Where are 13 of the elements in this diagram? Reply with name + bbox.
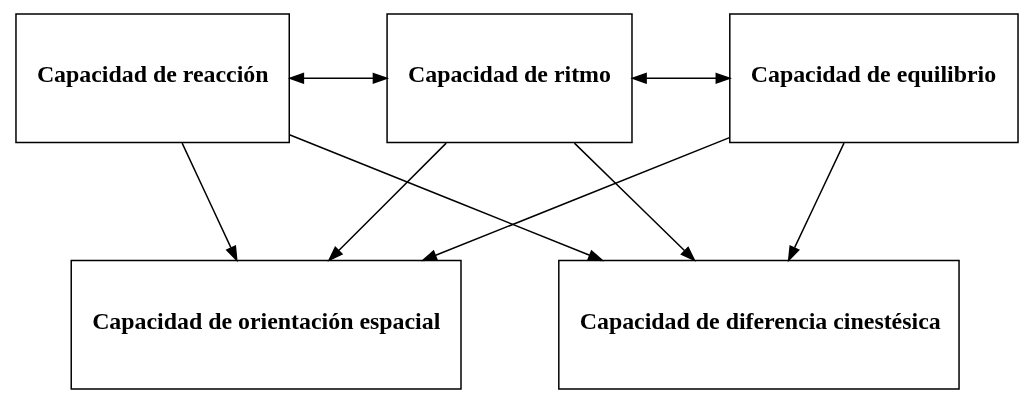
arrow (327, 142, 447, 262)
node-box: Capacidad de orientación espacial (70, 259, 462, 390)
arrow (287, 72, 390, 85)
arrow (288, 133, 605, 262)
arrow (420, 136, 731, 262)
node-box: Capacidad de reacción (15, 13, 290, 144)
node-box: Capacidad de equilibrio (729, 13, 1019, 144)
node-box: Capacidad de diferencia cinestésica (558, 259, 960, 390)
node-box: Capacidad de ritmo (386, 13, 633, 144)
arrow (573, 142, 696, 262)
arrow (181, 142, 238, 263)
arrow (630, 72, 732, 85)
arrow (787, 142, 845, 263)
